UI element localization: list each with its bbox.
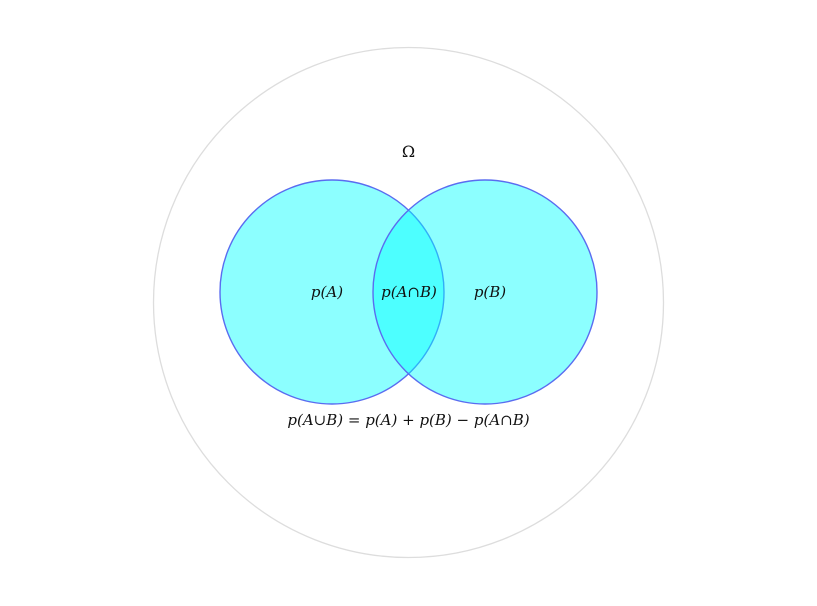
universe-label: Ω bbox=[402, 142, 415, 161]
set-b-circle bbox=[372, 179, 598, 405]
intersection-label: p(A∩B) bbox=[381, 283, 437, 301]
set-a-label: p(A) bbox=[311, 283, 343, 301]
set-b-label: p(B) bbox=[474, 283, 506, 301]
universe-circle bbox=[152, 46, 665, 559]
union-formula: p(A∪B) = p(A) + p(B) − p(A∩B) bbox=[287, 411, 529, 429]
